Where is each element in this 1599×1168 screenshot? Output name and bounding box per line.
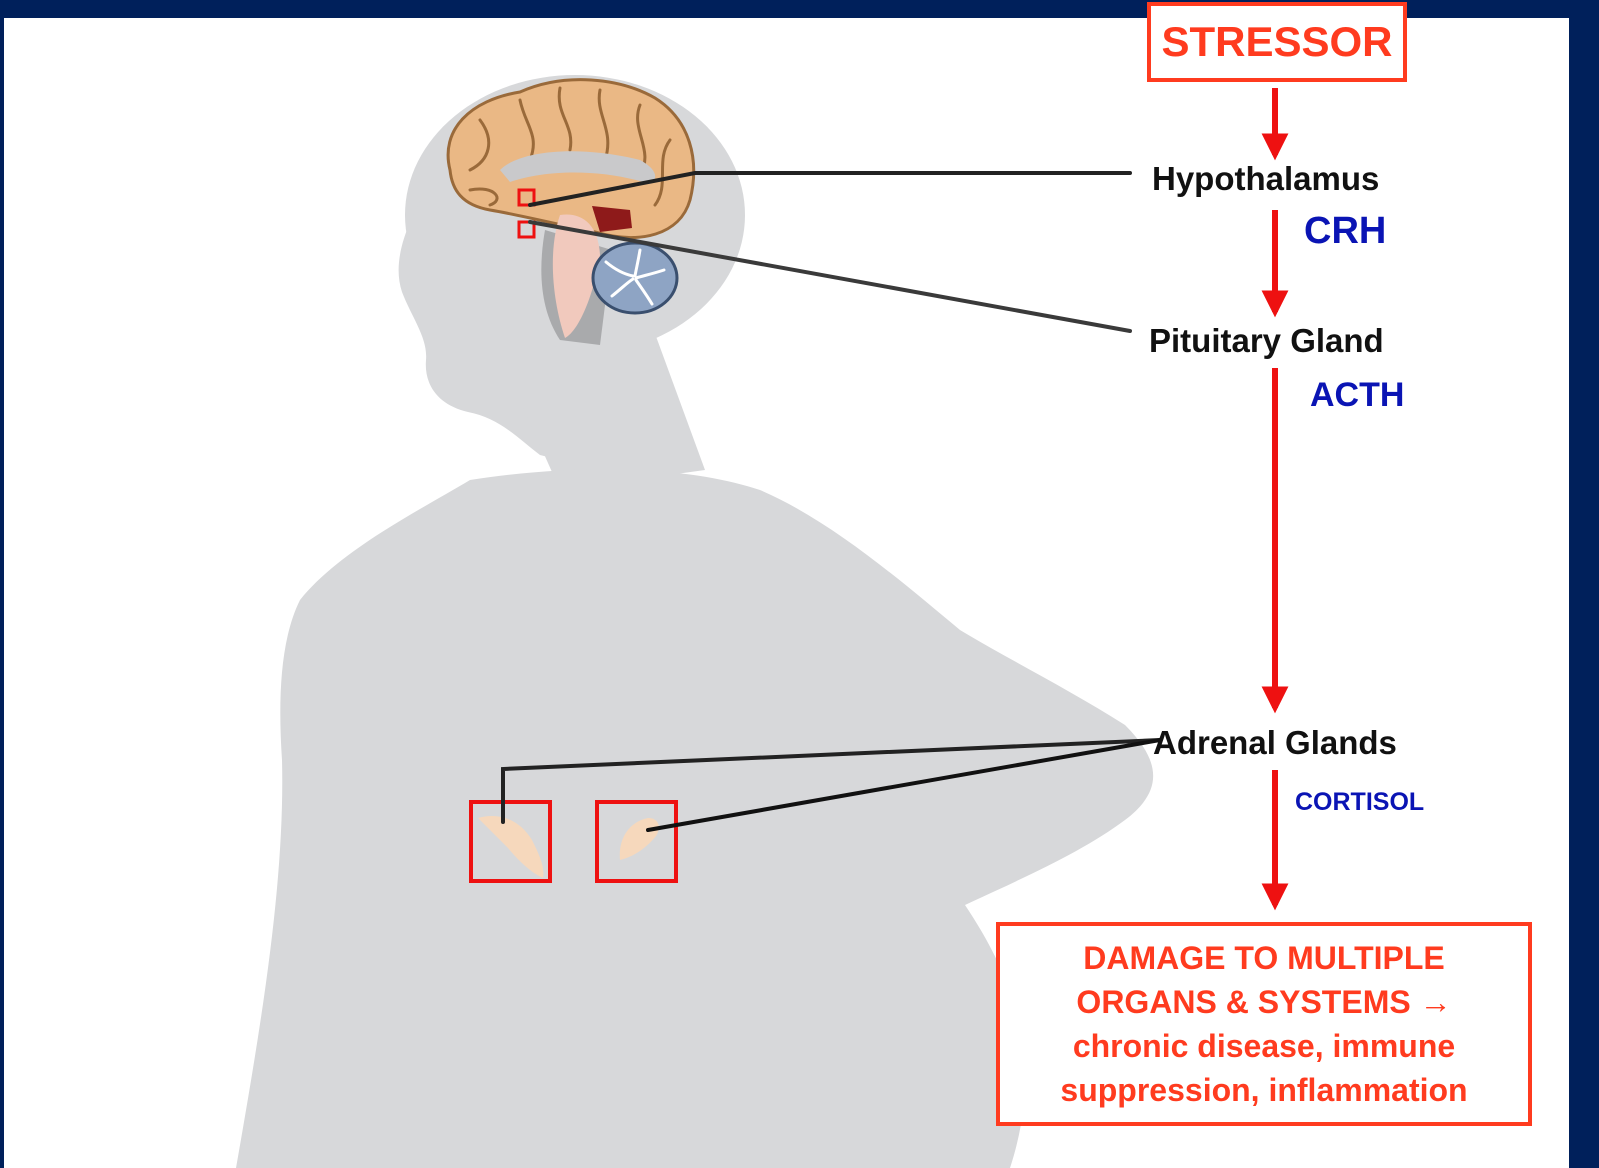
cortisol-label: CORTISOL: [1295, 788, 1424, 817]
damage-text-line-3: chronic disease, immune: [1073, 1024, 1455, 1068]
stressor-label: STRESSOR: [1161, 18, 1392, 66]
damage-text-line-1: DAMAGE TO MULTIPLE: [1083, 936, 1444, 980]
crh-label: CRH: [1304, 210, 1386, 253]
damage-outcome-box: DAMAGE TO MULTIPLE ORGANS & SYSTEMS → ch…: [996, 922, 1532, 1126]
hypothalamus-label: Hypothalamus: [1152, 160, 1379, 198]
adrenal-label: Adrenal Glands: [1153, 724, 1397, 762]
pituitary-label: Pituitary Gland: [1149, 322, 1384, 360]
damage-text-line-4: suppression, inflammation: [1060, 1068, 1467, 1112]
acth-label: ACTH: [1310, 376, 1404, 415]
stressor-box: STRESSOR: [1147, 2, 1407, 82]
damage-text-line-2: ORGANS & SYSTEMS →: [1076, 980, 1451, 1024]
